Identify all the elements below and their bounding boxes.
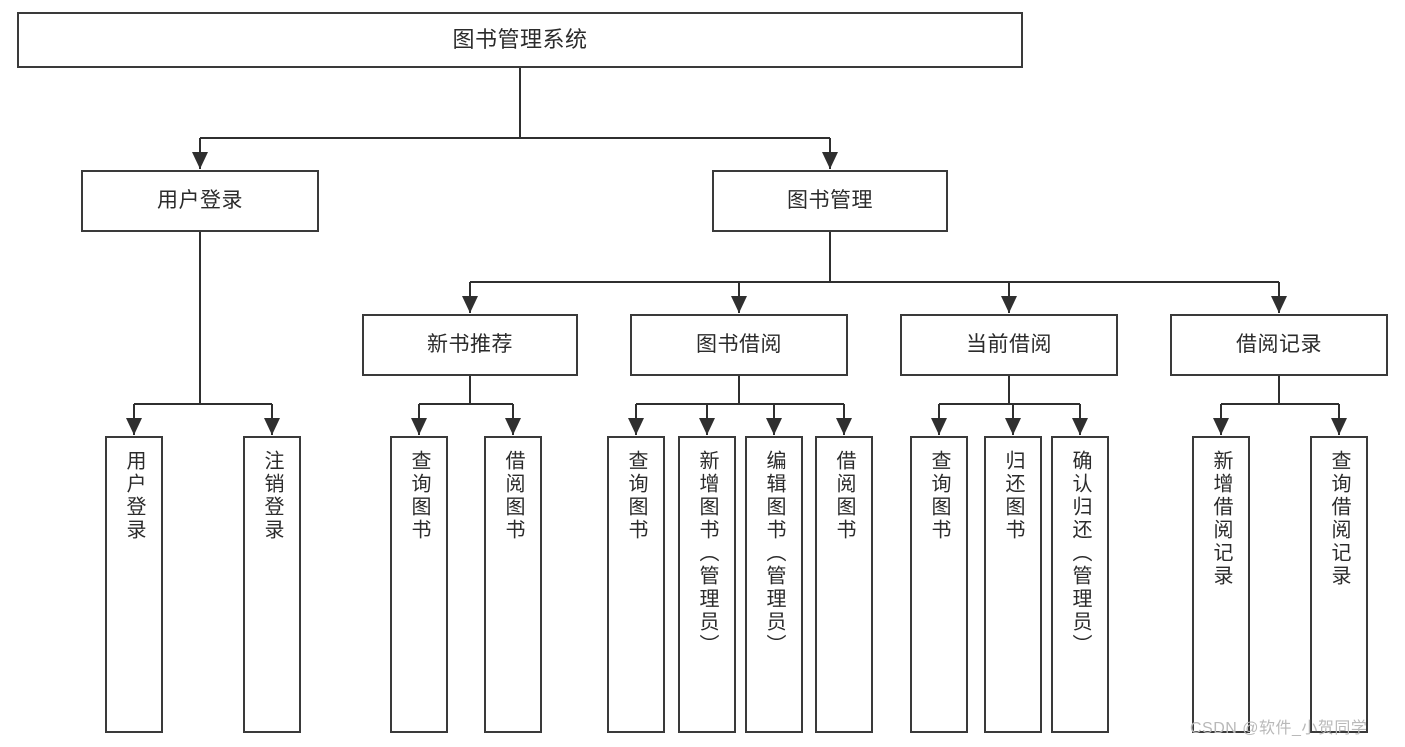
arrowhead-icon-l-query-book-3 (931, 418, 947, 435)
node-l-confirm-return[interactable]: 确认归还（管理员） (1051, 436, 1109, 733)
arrowhead-icon-l-add-record (1213, 418, 1229, 435)
arrowhead-icon-n-book-borrow (731, 296, 747, 313)
arrowhead-icon-n-borrow-record (1271, 296, 1287, 313)
node-n-new-book-rec-label: 新书推荐 (427, 333, 513, 357)
node-n-borrow-record-label: 借阅记录 (1236, 333, 1322, 357)
node-l-query-book-1[interactable]: 查询图书 (390, 436, 448, 733)
arrowhead-icon-l-query-book-2 (628, 418, 644, 435)
node-n-book-borrow-label: 图书借阅 (696, 333, 782, 357)
node-l-logout-label: 注销登录 (261, 450, 283, 542)
node-l-query-record-label: 查询借阅记录 (1328, 450, 1350, 588)
node-l-borrow-book-2-label: 借阅图书 (833, 450, 855, 542)
arrowhead-icon-n-current-borrow (1001, 296, 1017, 313)
node-l-add-book[interactable]: 新增图书（管理员） (678, 436, 736, 733)
arrowhead-icon-l-logout (264, 418, 280, 435)
arrowhead-icon-n-book-manage (822, 152, 838, 169)
node-l-return-book[interactable]: 归还图书 (984, 436, 1042, 733)
node-l-borrow-book-1[interactable]: 借阅图书 (484, 436, 542, 733)
node-l-query-book-1-label: 查询图书 (408, 450, 430, 542)
arrowhead-icon-n-new-book-rec (462, 296, 478, 313)
arrowhead-icon-l-borrow-book-1 (505, 418, 521, 435)
node-l-add-record[interactable]: 新增借阅记录 (1192, 436, 1250, 733)
node-n-user-login[interactable]: 用户登录 (81, 170, 319, 232)
node-n-book-borrow[interactable]: 图书借阅 (630, 314, 848, 376)
node-n-book-manage[interactable]: 图书管理 (712, 170, 948, 232)
node-l-query-record[interactable]: 查询借阅记录 (1310, 436, 1368, 733)
node-l-query-book-2-label: 查询图书 (625, 450, 647, 542)
arrowhead-icon-n-user-login (192, 152, 208, 169)
arrowhead-icon-l-borrow-book-2 (836, 418, 852, 435)
node-l-user-login[interactable]: 用户登录 (105, 436, 163, 733)
node-l-confirm-return-label: 确认归还（管理员） (1069, 450, 1091, 657)
node-l-add-book-label: 新增图书（管理员） (696, 450, 718, 657)
node-l-return-book-label: 归还图书 (1002, 450, 1024, 542)
node-l-logout[interactable]: 注销登录 (243, 436, 301, 733)
node-n-current-borrow[interactable]: 当前借阅 (900, 314, 1118, 376)
arrowhead-icon-l-return-book (1005, 418, 1021, 435)
node-root-root[interactable]: 图书管理系统 (17, 12, 1023, 68)
arrowhead-icon-l-query-record (1331, 418, 1347, 435)
node-n-borrow-record[interactable]: 借阅记录 (1170, 314, 1388, 376)
arrowhead-icon-l-user-login (126, 418, 142, 435)
arrowhead-icon-l-confirm-return (1072, 418, 1088, 435)
arrowhead-icon-l-query-book-1 (411, 418, 427, 435)
arrowhead-icon-l-add-book (699, 418, 715, 435)
node-n-current-borrow-label: 当前借阅 (966, 333, 1052, 357)
node-n-new-book-rec[interactable]: 新书推荐 (362, 314, 578, 376)
node-l-query-book-2[interactable]: 查询图书 (607, 436, 665, 733)
node-l-edit-book-label: 编辑图书（管理员） (763, 450, 785, 657)
arrowhead-icon-l-edit-book (766, 418, 782, 435)
node-root-root-label: 图书管理系统 (452, 26, 588, 52)
node-l-borrow-book-1-label: 借阅图书 (502, 450, 524, 542)
node-l-borrow-book-2[interactable]: 借阅图书 (815, 436, 873, 733)
node-n-user-login-label: 用户登录 (157, 189, 243, 213)
node-l-query-book-3[interactable]: 查询图书 (910, 436, 968, 733)
node-l-add-record-label: 新增借阅记录 (1210, 450, 1232, 588)
node-l-query-book-3-label: 查询图书 (928, 450, 950, 542)
node-n-book-manage-label: 图书管理 (787, 189, 873, 213)
node-l-user-login-label: 用户登录 (123, 450, 145, 542)
node-l-edit-book[interactable]: 编辑图书（管理员） (745, 436, 803, 733)
